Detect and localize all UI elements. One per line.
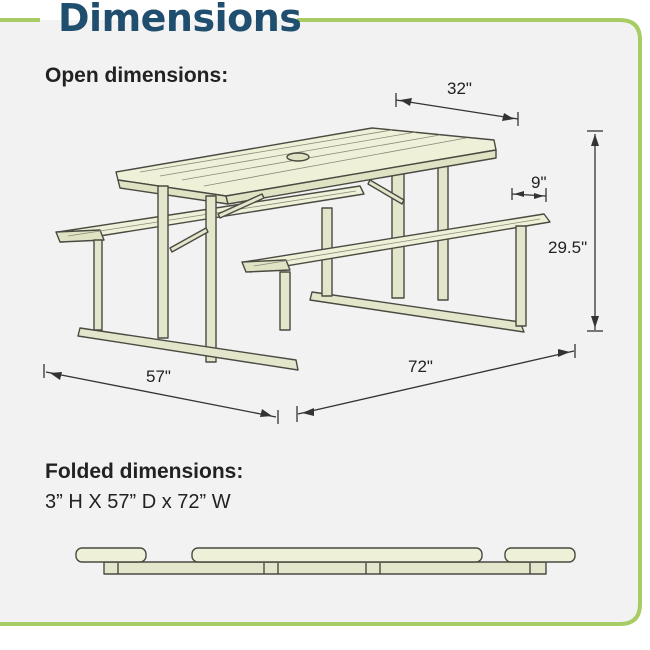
picnic-table-folded-icon [75, 547, 576, 575]
folded-frame-bar [103, 561, 547, 575]
front-bench-leg [93, 239, 103, 331]
back-bench-edge [55, 229, 105, 243]
folded-dimensions-heading: Folded dimensions: [45, 460, 244, 483]
depth-label: 32" [447, 79, 472, 98]
table-slats [139, 129, 467, 187]
rear-foot [309, 291, 525, 333]
front-foot [77, 327, 299, 371]
front-bench-leg-a [279, 271, 291, 331]
panel-frame [0, 18, 642, 626]
brace-left [169, 227, 209, 253]
front-bench-edge [241, 259, 291, 273]
front-leg-left [157, 185, 169, 339]
picnic-table-open-icon [55, 127, 551, 371]
height-label: 29.5" [548, 238, 588, 257]
folded-bench-left [75, 547, 147, 563]
open-dimensions-heading: Open dimensions: [45, 64, 229, 87]
brace-right [217, 193, 265, 219]
seat-width-label: 9" [531, 173, 547, 192]
dimension-lines [43, 93, 603, 424]
page-title: Dimensions [58, 0, 302, 40]
bench-span-label: 57" [146, 367, 171, 386]
front-leg-right [205, 195, 217, 363]
table-top-side-edge [225, 149, 497, 205]
length-label: 72" [408, 357, 433, 376]
folded-bench-right [504, 547, 576, 563]
folded-table-top [191, 547, 483, 563]
far-leg [391, 167, 405, 299]
front-bench-leg-b [515, 225, 527, 327]
folded-dimensions-spec: 3” H X 57” D x 72” W [45, 491, 231, 513]
brace-far [367, 179, 405, 205]
umbrella-hole [286, 152, 310, 162]
